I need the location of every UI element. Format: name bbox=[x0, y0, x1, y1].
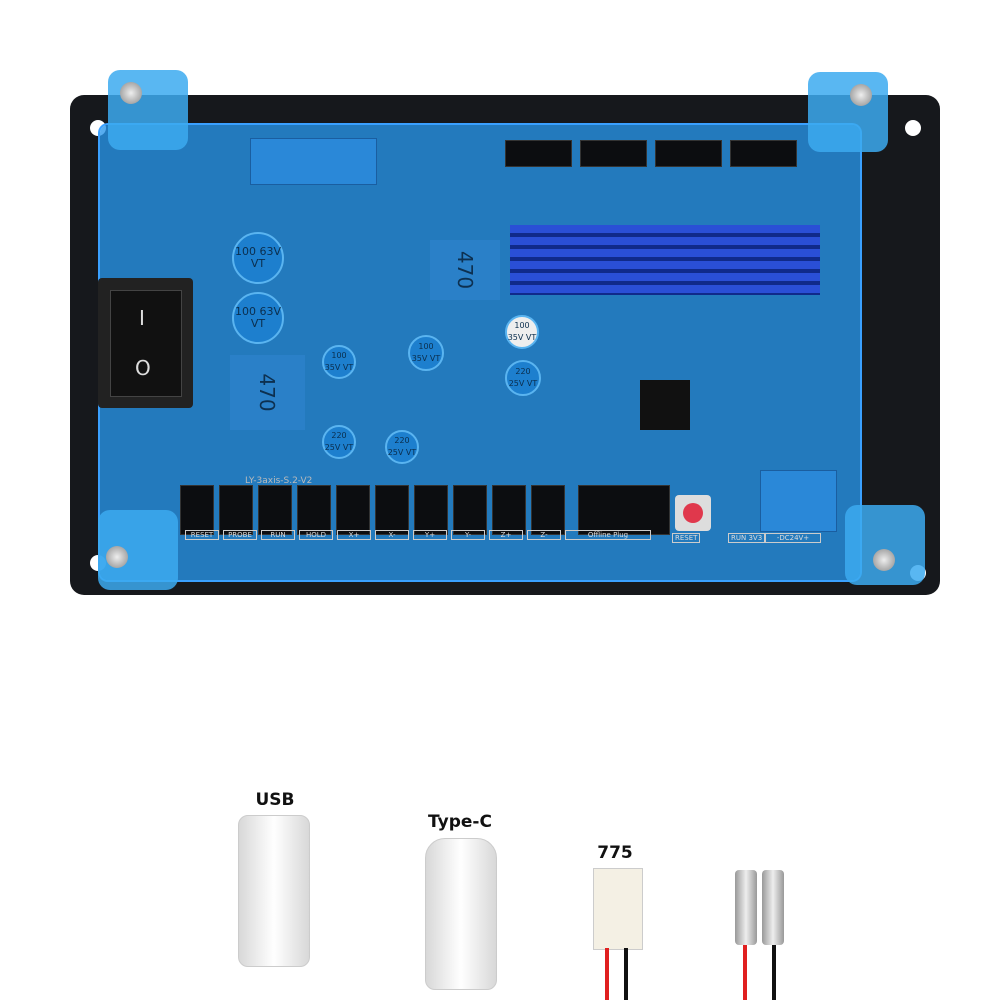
capacitor: 100 63V VT bbox=[232, 232, 284, 284]
io-connectors bbox=[180, 485, 670, 535]
standoff-post bbox=[98, 510, 178, 590]
mount-hole bbox=[905, 120, 921, 136]
label-z-minus: Z- bbox=[527, 530, 561, 540]
black-wire bbox=[772, 945, 776, 1000]
black-wire bbox=[624, 948, 628, 1000]
reset-button[interactable] bbox=[675, 495, 711, 531]
capacitor: 220 25V VT bbox=[505, 360, 541, 396]
standoff-post bbox=[845, 505, 925, 585]
terminal-block bbox=[250, 138, 377, 185]
switch-on-mark: I bbox=[139, 306, 145, 330]
label-run: RUN bbox=[261, 530, 295, 540]
label-probe: PROBE bbox=[223, 530, 257, 540]
label-x-minus: X- bbox=[375, 530, 409, 540]
type-c-cable-image bbox=[425, 838, 497, 990]
capacitor: 220 25V VT bbox=[322, 425, 356, 459]
standoff-post bbox=[808, 72, 888, 152]
label-reset: RESET bbox=[185, 530, 219, 540]
type-c-label: Type-C bbox=[428, 812, 492, 832]
label-offline-plug: Offline Plug bbox=[565, 530, 651, 540]
label-power: -DC24V+ bbox=[765, 533, 821, 543]
heatsink bbox=[510, 225, 820, 295]
label-y-minus: Y- bbox=[451, 530, 485, 540]
usb-cable-image bbox=[238, 815, 310, 967]
board-model-label: LY-3axis-S.2-V2 bbox=[245, 476, 313, 486]
label-y-plus: Y+ bbox=[413, 530, 447, 540]
capacitor: 100 35V VT bbox=[505, 315, 539, 349]
capacitor: 100 63V VT bbox=[232, 292, 284, 344]
capacitor: 100 35V VT bbox=[322, 345, 356, 379]
red-wire bbox=[743, 945, 747, 1000]
switch-off-mark: O bbox=[135, 356, 151, 380]
capacitor: 220 25V VT bbox=[385, 430, 419, 464]
capacitor: 100 35V VT bbox=[408, 335, 444, 371]
standoff-post bbox=[108, 70, 188, 150]
stepper-connectors bbox=[505, 140, 797, 167]
power-switch[interactable]: I O bbox=[98, 278, 193, 408]
label-hold: HOLD bbox=[299, 530, 333, 540]
red-wire bbox=[605, 948, 609, 1000]
label-z-plus: Z+ bbox=[489, 530, 523, 540]
inductor: 470 bbox=[430, 240, 500, 300]
775-connector-image bbox=[593, 868, 643, 950]
microcontroller-chip bbox=[640, 380, 690, 430]
spade-terminal-image bbox=[735, 870, 757, 945]
775-label: 775 bbox=[597, 843, 633, 863]
inductor: 470 bbox=[230, 355, 305, 430]
power-terminal bbox=[760, 470, 837, 532]
label-x-plus: X+ bbox=[337, 530, 371, 540]
offline-plug-connector bbox=[578, 485, 670, 535]
connector-labels: RESET PROBE RUN HOLD X+ X- Y+ Y- Z+ Z- O… bbox=[185, 530, 651, 540]
label-reset-button: RESET bbox=[672, 533, 701, 543]
label-run-led: RUN 3V3 bbox=[728, 533, 766, 543]
usb-label: USB bbox=[255, 790, 295, 810]
spade-terminal-image bbox=[762, 870, 784, 945]
